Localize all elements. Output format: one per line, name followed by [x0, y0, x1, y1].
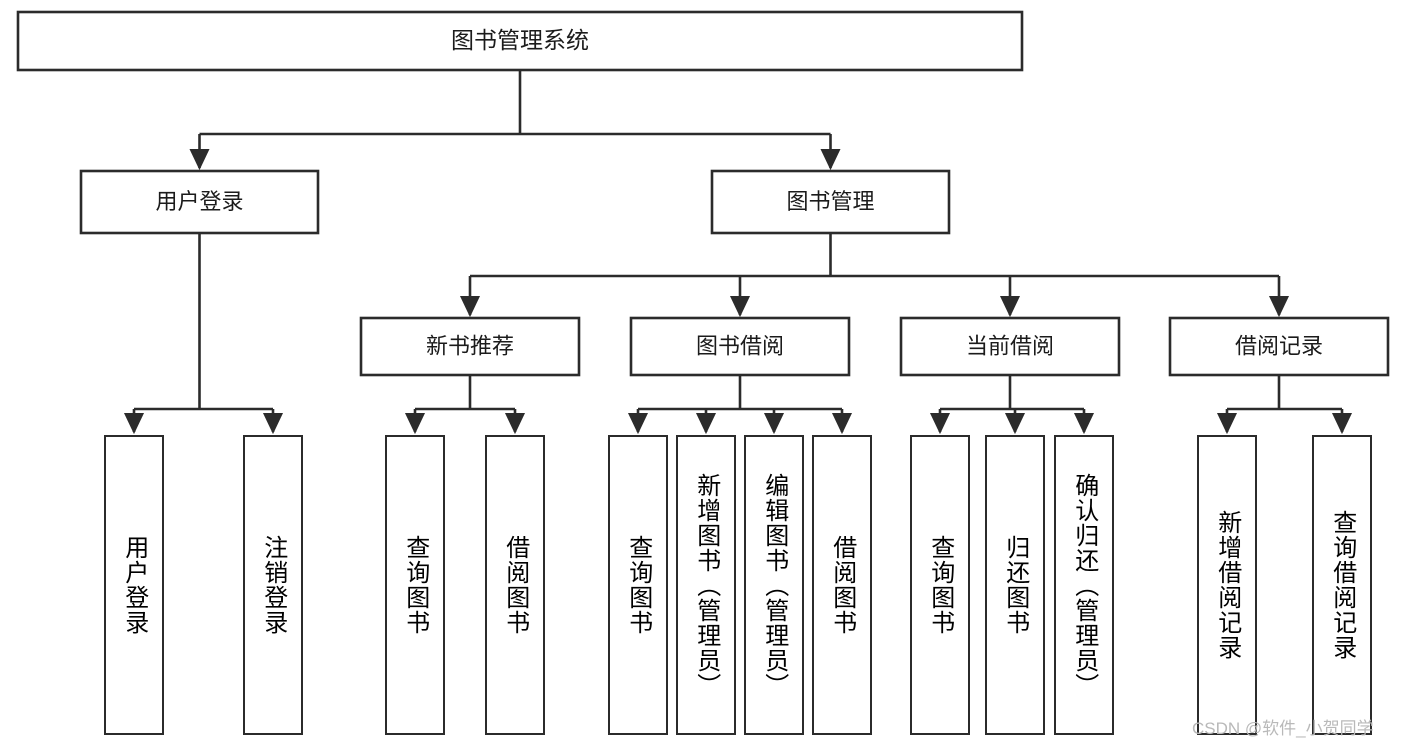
leaf-label: 归还图书 — [1001, 535, 1029, 635]
leaf-leaf-return-book[interactable]: 归还图书 — [985, 435, 1045, 735]
node-new-book-recommend-label: 新书推荐 — [426, 333, 514, 358]
leaf-leaf-borrow-book-1[interactable]: 借阅图书 — [485, 435, 545, 735]
node-new-book-recommend[interactable]: 新书推荐 — [359, 316, 581, 377]
leaf-label-wrap: 用户登录 — [106, 437, 162, 733]
root-node-label: 图书管理系统 — [451, 27, 589, 53]
leaf-label: 借阅图书 — [501, 535, 529, 635]
root-node[interactable]: 图书管理系统 — [16, 10, 1024, 72]
leaf-label-wrap: 借阅图书 — [814, 437, 870, 733]
node-new-book-recommend-rect[interactable] — [359, 316, 581, 377]
leaf-label-wrap: 查询图书 — [912, 437, 968, 733]
leaf-label-wrap: 注销登录 — [245, 437, 301, 733]
leaf-leaf-query-book-3[interactable]: 查询图书 — [910, 435, 970, 735]
node-current-borrow[interactable]: 当前借阅 — [899, 316, 1121, 377]
leaf-label: 查询图书 — [401, 535, 429, 635]
leaf-label: 查询图书 — [624, 535, 652, 635]
leaf-label-wrap: 编辑图书（管理员） — [746, 437, 802, 733]
leaf-label-wrap: 借阅图书 — [487, 437, 543, 733]
leaf-label: 编辑图书（管理员） — [760, 472, 788, 698]
node-book-borrow-label: 图书借阅 — [696, 333, 784, 358]
leaf-leaf-query-book-1[interactable]: 查询图书 — [385, 435, 445, 735]
node-current-borrow-label: 当前借阅 — [966, 333, 1054, 358]
node-book-borrow[interactable]: 图书借阅 — [629, 316, 851, 377]
leaf-label: 新增借阅记录 — [1213, 510, 1241, 660]
leaf-label: 查询借阅记录 — [1328, 510, 1356, 660]
leaf-leaf-confirm-return[interactable]: 确认归还（管理员） — [1054, 435, 1114, 735]
leaf-leaf-query-record[interactable]: 查询借阅记录 — [1312, 435, 1372, 735]
leaf-label: 新增图书（管理员） — [692, 472, 720, 698]
leaf-label-wrap: 查询图书 — [610, 437, 666, 733]
node-borrow-record[interactable]: 借阅记录 — [1168, 316, 1390, 377]
leaf-leaf-edit-book[interactable]: 编辑图书（管理员） — [744, 435, 804, 735]
leaf-label: 借阅图书 — [828, 535, 856, 635]
leaf-label-wrap: 查询图书 — [387, 437, 443, 733]
leaf-label: 确认归还（管理员） — [1070, 472, 1098, 698]
leaf-label-wrap: 新增借阅记录 — [1199, 437, 1255, 733]
leaf-label-wrap: 归还图书 — [987, 437, 1043, 733]
leaf-leaf-add-book[interactable]: 新增图书（管理员） — [676, 435, 736, 735]
leaf-label-wrap: 确认归还（管理员） — [1056, 437, 1112, 733]
leaf-leaf-user-login[interactable]: 用户登录 — [104, 435, 164, 735]
leaf-leaf-query-book-2[interactable]: 查询图书 — [608, 435, 668, 735]
node-book-manage-rect[interactable] — [710, 169, 951, 235]
leaf-label: 注销登录 — [259, 535, 287, 635]
leaf-label-wrap: 新增图书（管理员） — [678, 437, 734, 733]
leaf-leaf-add-record[interactable]: 新增借阅记录 — [1197, 435, 1257, 735]
leaf-label: 用户登录 — [120, 535, 148, 635]
node-current-borrow-rect[interactable] — [899, 316, 1121, 377]
node-borrow-record-rect[interactable] — [1168, 316, 1390, 377]
leaf-leaf-logout[interactable]: 注销登录 — [243, 435, 303, 735]
node-book-manage[interactable]: 图书管理 — [710, 169, 951, 235]
leaf-leaf-borrow-book-2[interactable]: 借阅图书 — [812, 435, 872, 735]
node-user-login-label: 用户登录 — [155, 189, 243, 214]
node-user-login[interactable]: 用户登录 — [79, 169, 320, 235]
node-book-manage-label: 图书管理 — [786, 189, 874, 214]
leaf-label: 查询图书 — [926, 535, 954, 635]
csdn-watermark: CSDN @软件_小贺同学 — [1192, 719, 1374, 738]
leaf-label-wrap: 查询借阅记录 — [1314, 437, 1370, 733]
node-book-borrow-rect[interactable] — [629, 316, 851, 377]
node-borrow-record-label: 借阅记录 — [1235, 333, 1323, 358]
root-node-rect[interactable] — [16, 10, 1024, 72]
connector-edges — [123, 70, 1353, 435]
node-user-login-rect[interactable] — [79, 169, 320, 235]
